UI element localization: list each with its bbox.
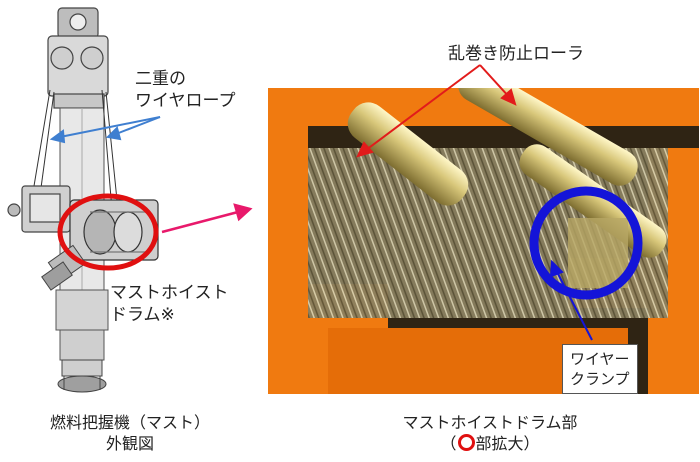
gripper-base [57, 359, 107, 393]
top-sheave-block [47, 7, 109, 109]
zoom-arrow-pink [161, 203, 253, 234]
caption-right-line1: マストホイストドラム部 [402, 413, 578, 432]
label-wire-clamp-line1: ワイヤー [570, 350, 630, 368]
rope-arrows-blue [49, 116, 161, 144]
label-double-wire-rope: 二重の ワイヤロープ [135, 68, 235, 112]
label-mast-hoist-drum: マストホイスト ドラム※ [110, 282, 229, 326]
side-unit [7, 185, 71, 233]
drum-highlight-red-circle [57, 193, 159, 271]
caption-right-text: 部拡大） [475, 434, 540, 453]
clamp-highlight-blue-circle [529, 186, 643, 300]
caption-right-open-paren: （ [440, 434, 457, 453]
label-mast-hoist-drum-line1: マストホイスト [110, 283, 229, 303]
caption-left: 燃料把握機（マスト） 外観図 [20, 412, 240, 454]
hoist-drum-drawing [69, 199, 159, 261]
label-double-wire-rope-line1: 二重の [135, 69, 186, 89]
label-mast-hoist-drum-line2: ドラム※ [110, 305, 175, 325]
label-anti-tangle-roller: 乱巻き防止ローラ [448, 44, 584, 64]
clamp-plate [568, 218, 628, 288]
caption-red-circle-icon [457, 434, 475, 451]
label-wire-clamp: ワイヤー クランプ [562, 344, 638, 394]
caption-left-line2: 外観図 [105, 434, 154, 453]
caption-left-line1: 燃料把握機（マスト） [49, 413, 210, 432]
motor [41, 244, 87, 291]
mast-illustration [7, 7, 253, 393]
caption-right: マストホイストドラム部 （ 部拡大） [380, 412, 600, 454]
clamp-arrow-blue [549, 259, 593, 341]
caption-right-line2: （ 部拡大） [380, 433, 600, 454]
label-wire-clamp-line2: クランプ [570, 370, 630, 388]
hoist-drum-photo [268, 88, 699, 394]
label-double-wire-rope-line2: ワイヤロープ [135, 91, 236, 111]
